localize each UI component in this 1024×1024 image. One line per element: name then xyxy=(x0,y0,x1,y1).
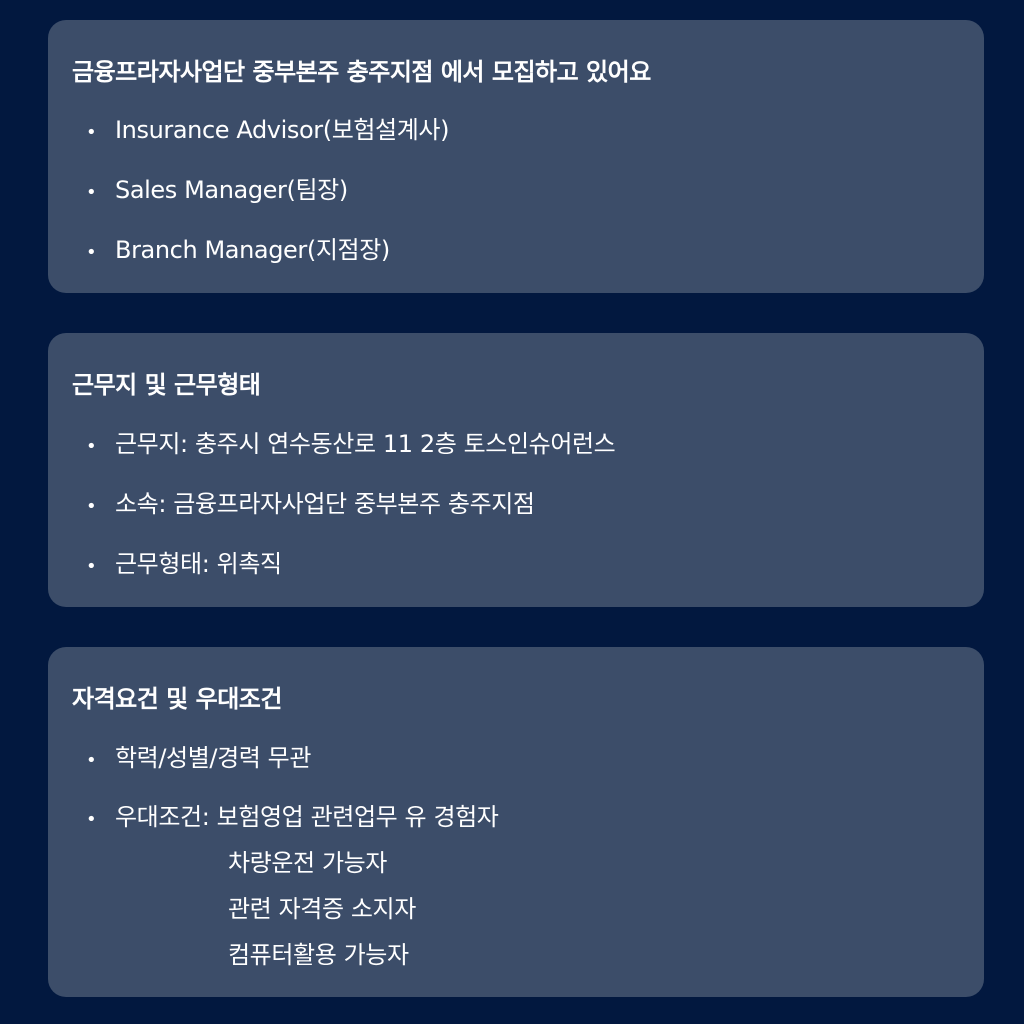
work-card: 근무지 및 근무형태 • 근무지: 충주시 연수동산로 11 2층 토스인슈어런… xyxy=(48,333,984,607)
position-insurance-advisor: Insurance Advisor(보험설계사) xyxy=(115,116,450,144)
position-sales-manager: Sales Manager(팀장) xyxy=(115,176,348,204)
preferred-certificate: 관련 자격증 소지자 xyxy=(228,895,416,923)
bullet-icon: • xyxy=(86,436,97,457)
bullet-icon: • xyxy=(86,496,97,517)
list-item: • 근무형태: 위촉직 xyxy=(86,544,282,579)
qualification-title: 자격요건 및 우대조건 xyxy=(72,685,282,713)
list-item: • 우대조건: 보험영업 관련업무 유 경험자 xyxy=(86,797,499,832)
list-item: • Branch Manager(지점장) xyxy=(86,230,390,265)
work-type: 근무형태: 위촉직 xyxy=(115,550,282,578)
work-location: 근무지: 충주시 연수동산로 11 2층 토스인슈어런스 xyxy=(115,430,616,458)
bullet-icon: • xyxy=(86,556,97,577)
recruit-title: 금융프라자사업단 중부본주 충주지점 에서 모집하고 있어요 xyxy=(72,58,651,86)
qualification-card: 자격요건 및 우대조건 • 학력/성별/경력 무관 • 우대조건: 보험영업 관… xyxy=(48,647,984,997)
work-title: 근무지 및 근무형태 xyxy=(72,371,261,399)
bullet-icon: • xyxy=(86,122,97,143)
bullet-icon: • xyxy=(86,750,97,771)
qualification-general: 학력/성별/경력 무관 xyxy=(115,744,312,772)
qualification-preferred: 우대조건: 보험영업 관련업무 유 경험자 xyxy=(115,803,499,831)
recruit-card: 금융프라자사업단 중부본주 충주지점 에서 모집하고 있어요 • Insuran… xyxy=(48,20,984,293)
bullet-icon: • xyxy=(86,242,97,263)
list-item: • Insurance Advisor(보험설계사) xyxy=(86,110,449,145)
preferred-driving: 차량운전 가능자 xyxy=(228,849,387,877)
list-item: • 소속: 금융프라자사업단 중부본주 충주지점 xyxy=(86,484,535,519)
work-affiliation: 소속: 금융프라자사업단 중부본주 충주지점 xyxy=(115,490,535,518)
list-item: • Sales Manager(팀장) xyxy=(86,170,348,205)
preferred-computer: 컴퓨터활용 가능자 xyxy=(228,941,409,969)
list-item: • 근무지: 충주시 연수동산로 11 2층 토스인슈어런스 xyxy=(86,424,616,459)
bullet-icon: • xyxy=(86,182,97,203)
list-item: • 학력/성별/경력 무관 xyxy=(86,738,311,773)
bullet-icon: • xyxy=(86,809,97,830)
position-branch-manager: Branch Manager(지점장) xyxy=(115,236,390,264)
